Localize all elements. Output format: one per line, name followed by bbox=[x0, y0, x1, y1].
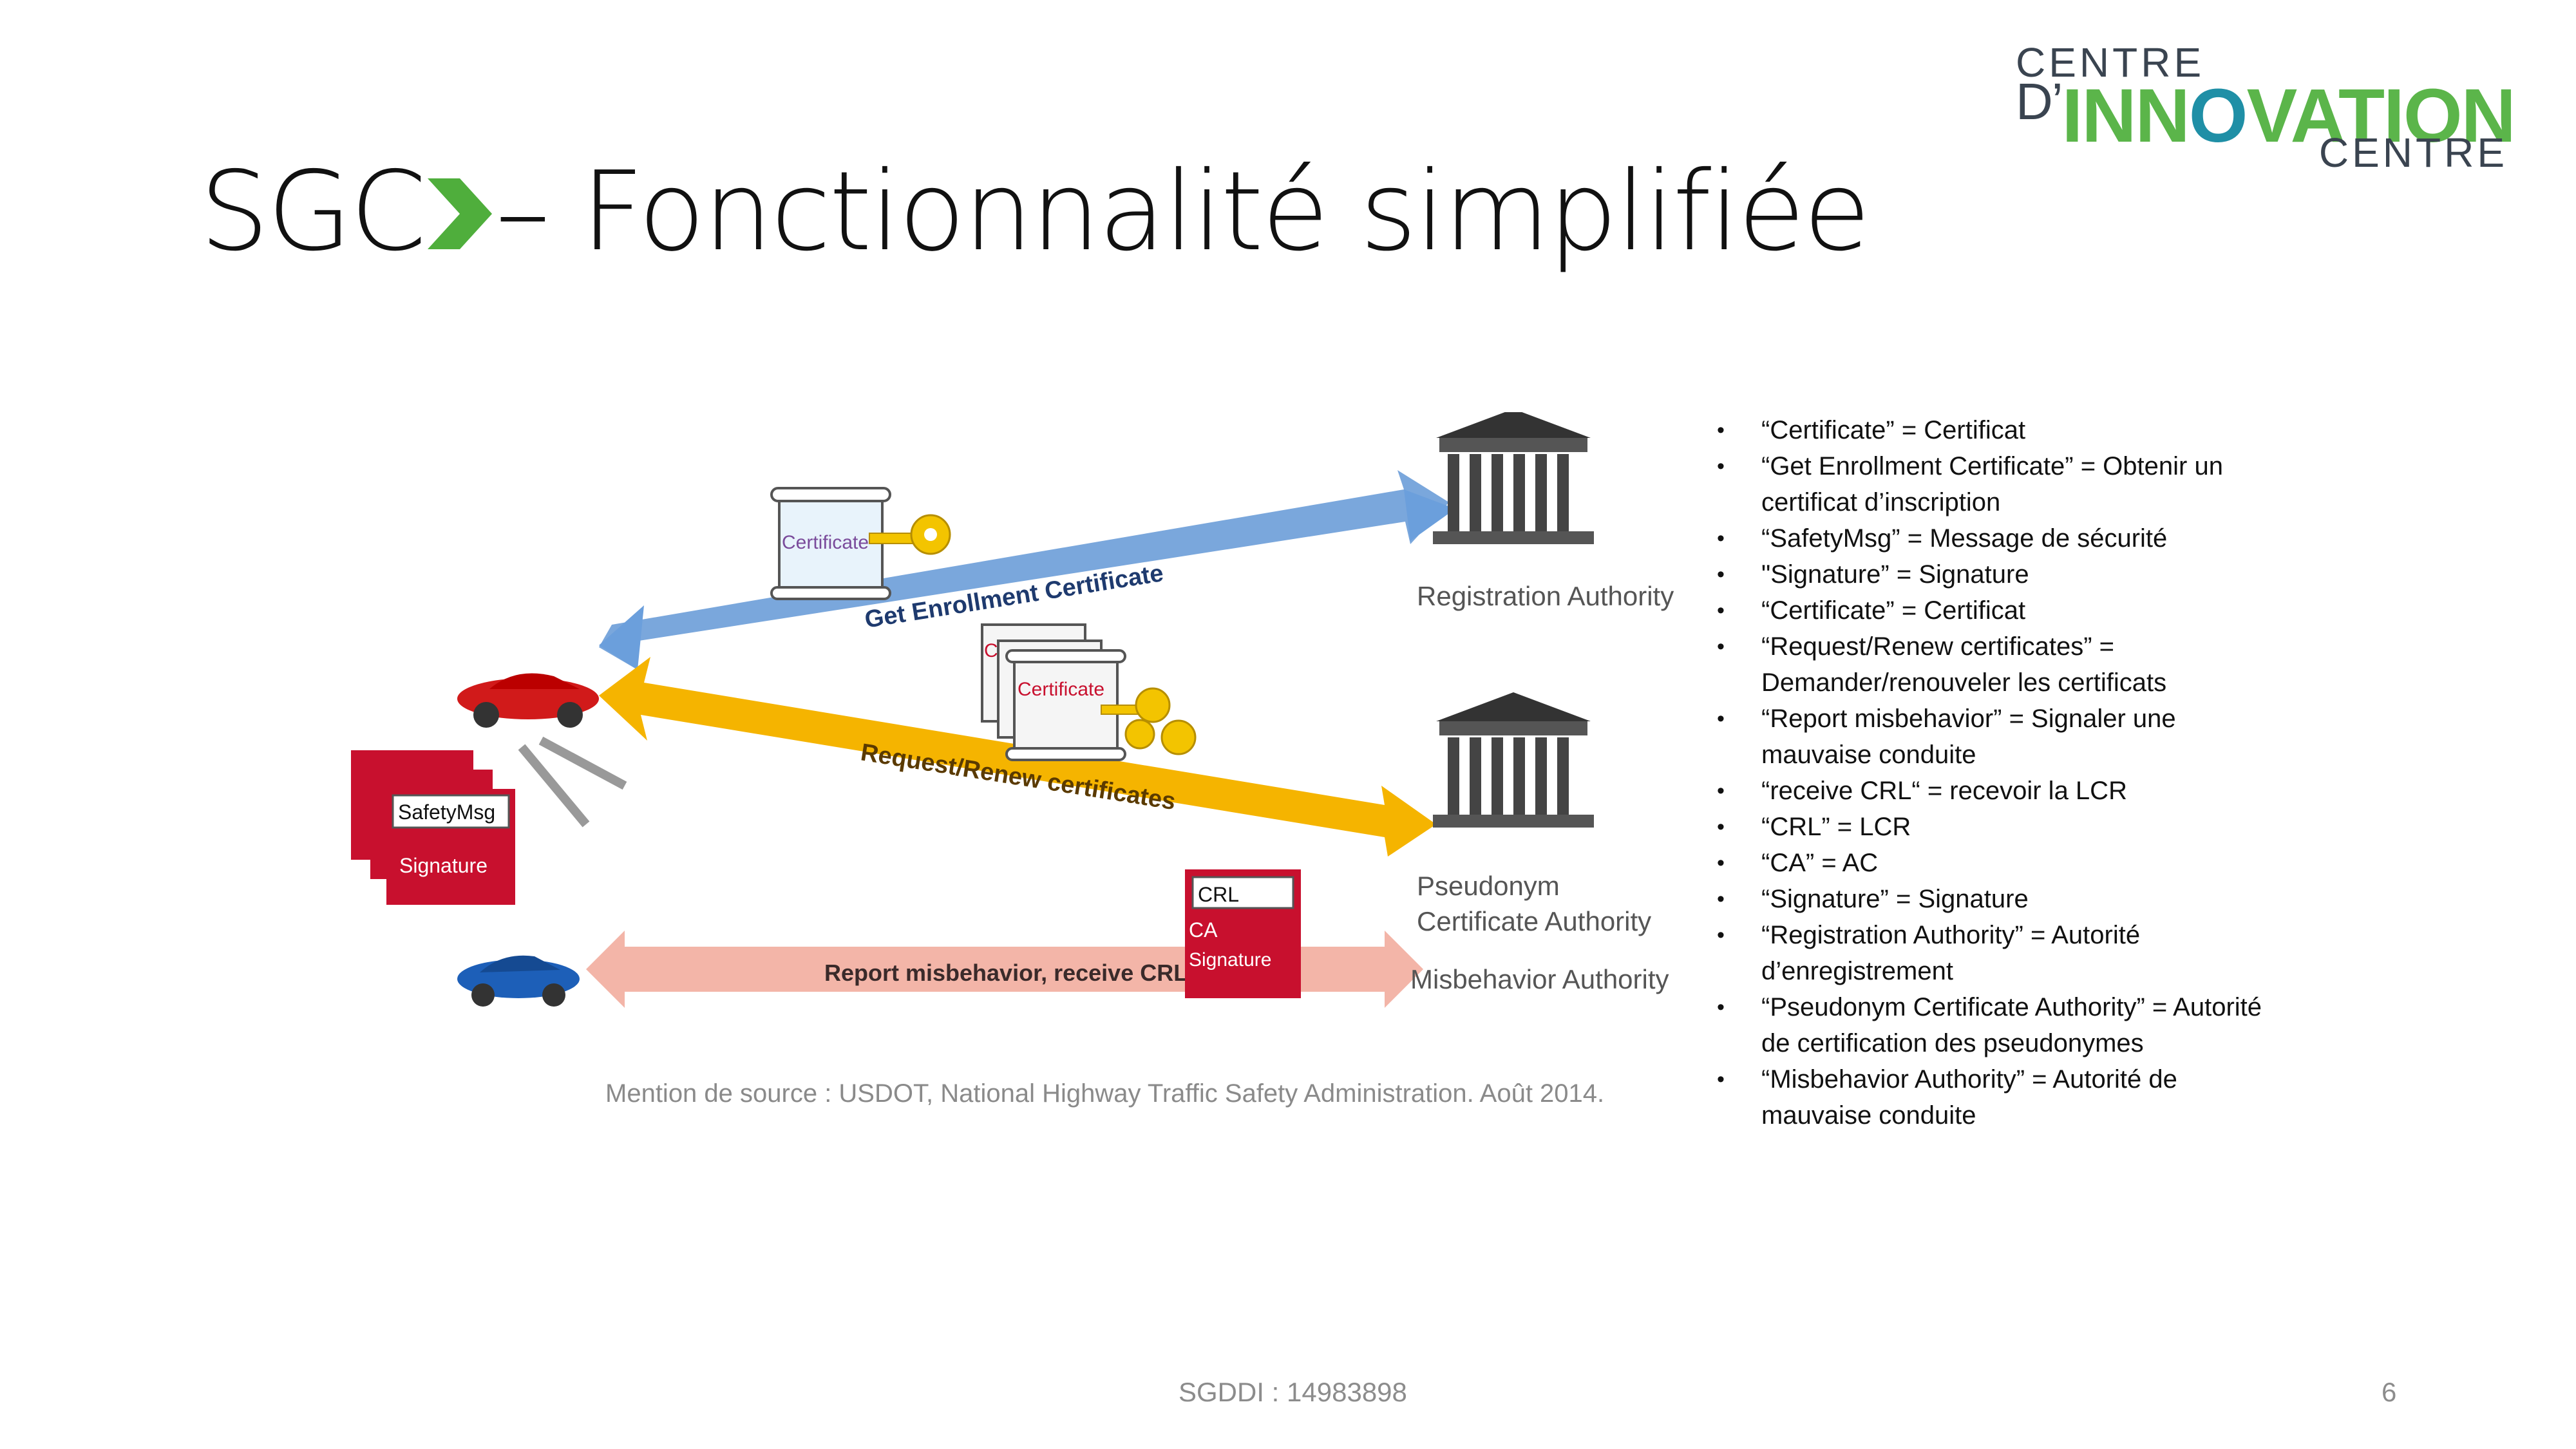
crl-signature: Signature bbox=[1189, 949, 1271, 971]
glossary-item: “Certificate” = Certificat bbox=[1713, 412, 2293, 448]
centre-innovation-logo: CENTRE D’INNOVATION CENTRE bbox=[2009, 39, 2524, 176]
glossary-item: “Signature” = Signature bbox=[1713, 881, 2293, 917]
pseudonym-label-line1: Pseudonym bbox=[1417, 871, 1560, 901]
certificate-stack-label: Certificate bbox=[1018, 679, 1104, 700]
glossary-item: “receive CRL“ = recevoir la LCR bbox=[1713, 773, 2293, 809]
key-icon bbox=[869, 514, 951, 555]
certificate-stack-icon bbox=[981, 623, 1126, 761]
registration-authority-building-icon bbox=[1433, 409, 1594, 544]
certificate-label: Certificate bbox=[782, 532, 869, 553]
crl-ca: CA bbox=[1189, 918, 1218, 942]
footer-document-id: SGDDI : 14983898 bbox=[1179, 1377, 1407, 1407]
logo-word-b: O bbox=[2188, 73, 2248, 158]
diagram-canvas: Get Enrollment Certificate Certificate R… bbox=[351, 409, 1674, 1008]
signature-label: Signature bbox=[399, 854, 488, 877]
certificate-scroll-icon bbox=[770, 487, 891, 600]
scms-diagram: Get Enrollment Certificate Certificate R… bbox=[341, 409, 1694, 1069]
glossary-item: “Report misbehavior” = Signaler une mauv… bbox=[1713, 701, 2293, 773]
certificate-stack-back-label: C bbox=[984, 640, 998, 661]
glossary-item: “Get Enrollment Certificate” = Obtenir u… bbox=[1713, 448, 2293, 520]
glossary-list: “Certificate” = Certificat “Get Enrollme… bbox=[1713, 412, 2293, 1133]
glossary-item: “CA” = AC bbox=[1713, 845, 2293, 881]
blue-car-icon bbox=[457, 955, 580, 1007]
safetymsg-documents-icon bbox=[351, 750, 515, 905]
glossary-item: “Pseudonym Certificate Authority” = Auto… bbox=[1713, 989, 2293, 1061]
glossary-item: “Registration Authority” = Autorité d’en… bbox=[1713, 917, 2293, 989]
logo-line-middle: D’INNOVATION bbox=[2016, 72, 2516, 160]
logo-word-c: VATION bbox=[2246, 73, 2516, 158]
glossary-item: “Request/Renew certificates” = Demander/… bbox=[1713, 629, 2293, 701]
safetymsg-label: SafetyMsg bbox=[398, 800, 495, 824]
logo-word-a: INN bbox=[2061, 73, 2190, 158]
glossary-item: “CRL” = LCR bbox=[1713, 809, 2293, 845]
title-rest: – Fonctionnalité simplifiée bbox=[495, 148, 1870, 276]
glossary-item: “Certificate” = Certificat bbox=[1713, 592, 2293, 629]
pseudonym-label-line2: Certificate Authority bbox=[1417, 906, 1651, 936]
page-title: SGC – Fonctionnalité simplifiée bbox=[200, 148, 1871, 276]
glossary-item: "Signature” = Signature bbox=[1713, 556, 2293, 592]
red-car-icon bbox=[457, 673, 599, 728]
glossary-item: “SafetyMsg” = Message de sécurité bbox=[1713, 520, 2293, 556]
broadcast-lines bbox=[518, 736, 627, 828]
logo-line-top: CENTRE bbox=[2016, 39, 2205, 86]
green-arrow-icon bbox=[428, 178, 493, 249]
glossary-item: “Misbehavior Authority” = Autorité de ma… bbox=[1713, 1061, 2293, 1133]
registration-authority-label: Registration Authority bbox=[1417, 581, 1674, 611]
page-number: 6 bbox=[2382, 1377, 2397, 1407]
keys-icon bbox=[1101, 687, 1197, 755]
crl-document-icon bbox=[1185, 869, 1301, 998]
logo-apostrophe: D’ bbox=[2016, 73, 2063, 130]
logo-line-bottom: CENTRE bbox=[2318, 129, 2508, 176]
crl-title: CRL bbox=[1198, 883, 1239, 906]
misbehavior-authority-label: Misbehavior Authority bbox=[1410, 964, 1669, 994]
pseudonym-ca-building-icon bbox=[1433, 692, 1594, 828]
enroll-arrow bbox=[599, 470, 1455, 670]
report-arrow-label: Report misbehavior, receive CRL bbox=[824, 960, 1188, 986]
title-prefix: SGC bbox=[200, 148, 426, 276]
source-mention: Mention de source : USDOT, National High… bbox=[605, 1079, 1605, 1108]
